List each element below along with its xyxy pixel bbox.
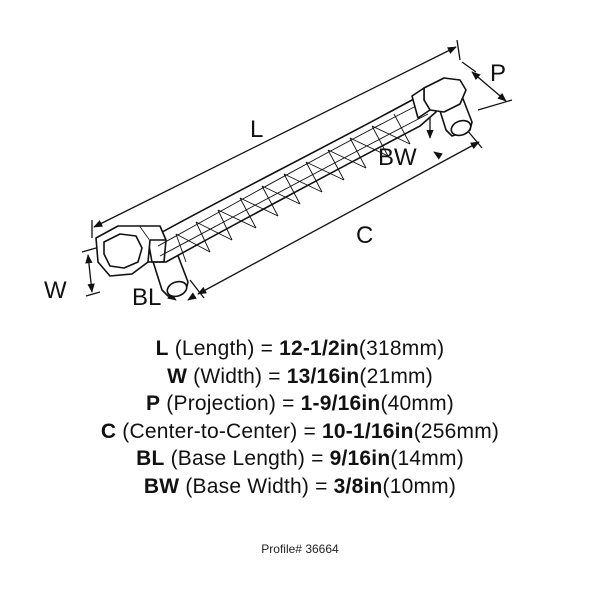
spec-length: L (Length) = 12-1/2in(318mm) (155, 337, 445, 360)
spec-base-length: BL (Base Length) = 9/16in(14mm) (136, 447, 464, 470)
pull-drawing (81, 39, 513, 301)
label-l: L (250, 116, 264, 143)
faceted-bar (147, 95, 437, 263)
spec-projection: P (Projection) = 1-9/16in(40mm) (146, 392, 454, 415)
spec-center-to-center: C (Center-to-Center) = 10-1/16in(256mm) (100, 419, 500, 443)
pull-dimension-diagram: L P BW C W BL (44, 39, 513, 311)
profile-number: Profile# 36664 (261, 542, 339, 556)
spec-base-width: BW (Base Width) = 3/8in(10mm) (143, 474, 457, 498)
spec-width: W (Width) = 13/16in(21mm) (167, 364, 433, 388)
spec-list: L (Length) = 12-1/2in(318mm) W (Width) =… (0, 335, 600, 500)
dimension-c (189, 129, 483, 299)
dimension-bl (167, 292, 197, 301)
label-bw: BW (378, 144, 417, 171)
label-p: P (490, 60, 507, 87)
dimension-bw (426, 118, 443, 160)
dimension-l (91, 39, 461, 238)
dimension-w (81, 247, 101, 297)
dimension-p (461, 61, 513, 111)
pull-handle (95, 77, 473, 298)
right-end-cap (411, 77, 467, 119)
label-bl: BL (132, 284, 162, 311)
label-c: C (356, 222, 374, 249)
label-w: W (44, 277, 67, 304)
left-end-cap (95, 225, 167, 277)
